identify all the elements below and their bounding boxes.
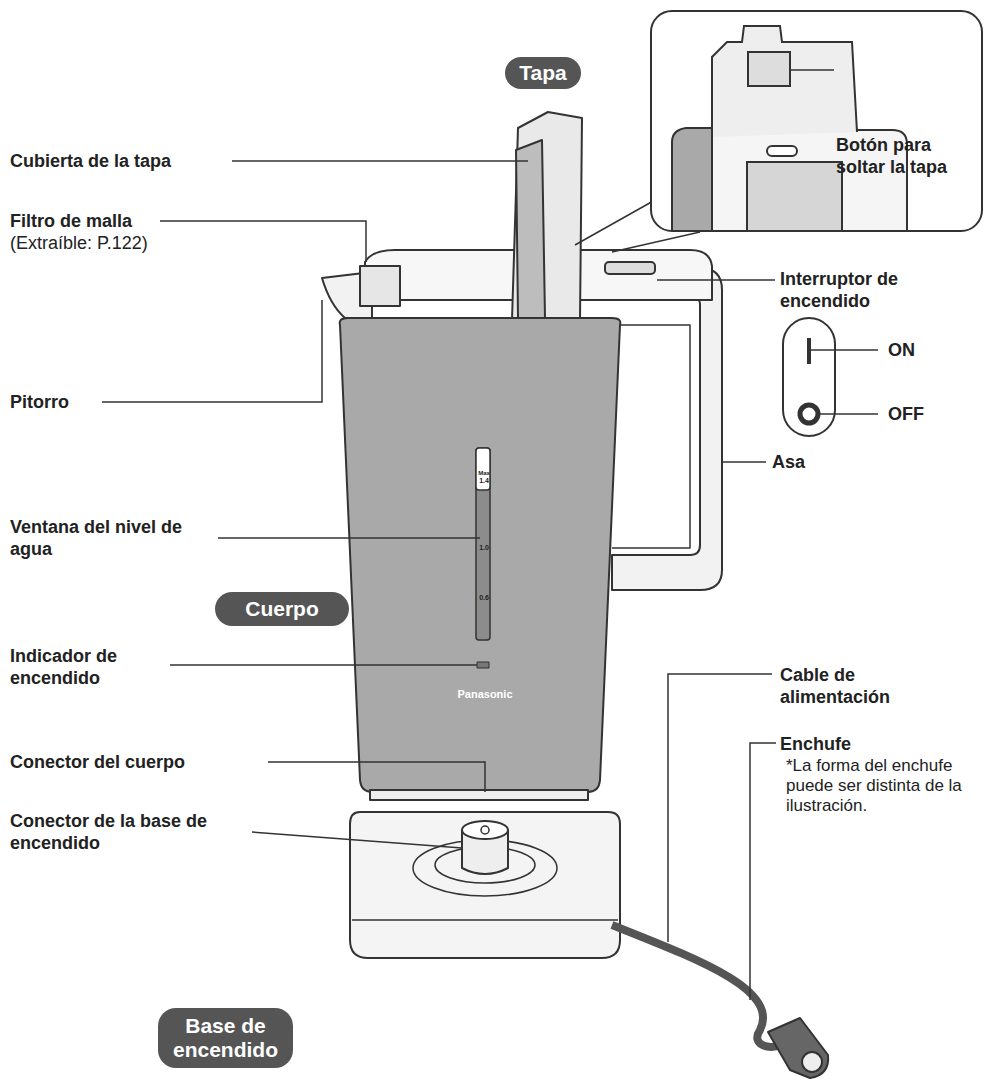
- part-label: Cable de alimentación: [780, 664, 940, 708]
- leader-line: [750, 743, 776, 1000]
- leader-line: [102, 300, 322, 402]
- mesh-filter: [360, 266, 400, 306]
- leader-line: [160, 221, 366, 262]
- callout-line: [612, 232, 700, 252]
- part-label: Botón para soltar la tapa: [836, 134, 981, 178]
- leader-line: [668, 674, 772, 942]
- part-label: Enchufe: [780, 733, 900, 755]
- leader-lines: [102, 161, 878, 1000]
- switch-symbol: [783, 318, 835, 436]
- inset-illustration: [652, 12, 981, 230]
- kettle-body: [340, 318, 621, 792]
- base-edge: [352, 919, 618, 921]
- part-label: (Extraíble: P.122): [10, 232, 190, 254]
- part-group-tag: Cuerpo: [215, 592, 349, 626]
- power-indicator: [477, 662, 489, 668]
- leader-line: [809, 349, 878, 351]
- part-group-tag: Tapa: [505, 57, 581, 89]
- group-tag-text: Tapa: [519, 61, 566, 85]
- scale-mark: 1.4: [478, 477, 490, 485]
- base-connector-top: [462, 821, 508, 839]
- power-base: [350, 812, 620, 958]
- handle-shape: [600, 268, 722, 590]
- leader-line: [790, 69, 834, 71]
- callout-line: [575, 200, 655, 245]
- scale-mark: 0.6: [478, 594, 490, 602]
- part-label: Indicador de encendido: [10, 645, 170, 689]
- handle-inner: [612, 325, 690, 548]
- switch-on-mark: [807, 338, 811, 364]
- part-label: *La forma del enchufe puede ser distinta…: [786, 756, 981, 816]
- switch-slot: [605, 262, 655, 274]
- base-connector-pin: [481, 826, 489, 834]
- kettle-body: [672, 128, 712, 230]
- power-cable: [612, 925, 780, 1047]
- part-label: Conector del cuerpo: [10, 751, 270, 773]
- detail-inset: Botón para soltar la tapa: [650, 10, 983, 232]
- part-label: Asa: [772, 451, 832, 473]
- leader-line: [170, 664, 477, 666]
- part-label: Conector de la base de encendido: [10, 810, 255, 854]
- leader-line: [252, 832, 462, 848]
- group-tag-text: Cuerpo: [245, 597, 319, 621]
- scale-mark: 1.0: [478, 544, 490, 552]
- lid-shape: [512, 112, 582, 320]
- inset-drawing: [672, 26, 907, 230]
- lid-cover: [516, 140, 545, 318]
- plug-shape: [768, 1018, 828, 1078]
- plug-face: [802, 1052, 822, 1072]
- release-button: [748, 52, 790, 86]
- leader-line: [818, 413, 878, 415]
- part-label: ON: [888, 339, 948, 361]
- part-label: OFF: [888, 403, 948, 425]
- leader-line: [218, 537, 480, 539]
- group-tag-text: Base de encendido: [158, 1014, 293, 1062]
- part-group-tag: Base de encendido: [158, 1008, 293, 1068]
- water-window: [476, 448, 490, 640]
- lid-shape: [712, 26, 857, 137]
- leader-line: [657, 279, 775, 281]
- brand-logo: Panasonic: [440, 688, 530, 701]
- part-label: Filtro de malla: [10, 210, 170, 232]
- part-label: Cubierta de la tapa: [10, 150, 240, 172]
- leader-line: [722, 461, 766, 463]
- leader-line: [232, 160, 528, 162]
- body-connector-rim: [370, 790, 588, 800]
- switch-slot: [767, 146, 797, 156]
- lid-hinge: [747, 162, 842, 230]
- switch-off-mark: [800, 405, 818, 423]
- part-label: Ventana del nivel de agua: [10, 516, 210, 560]
- water-window-top: [476, 448, 490, 490]
- part-label: Pitorro: [10, 391, 110, 413]
- part-label: Interruptor de encendido: [780, 268, 980, 312]
- kettle-drawing: [322, 112, 835, 1078]
- scale-mark: Max: [478, 470, 490, 477]
- leader-line: [268, 762, 485, 792]
